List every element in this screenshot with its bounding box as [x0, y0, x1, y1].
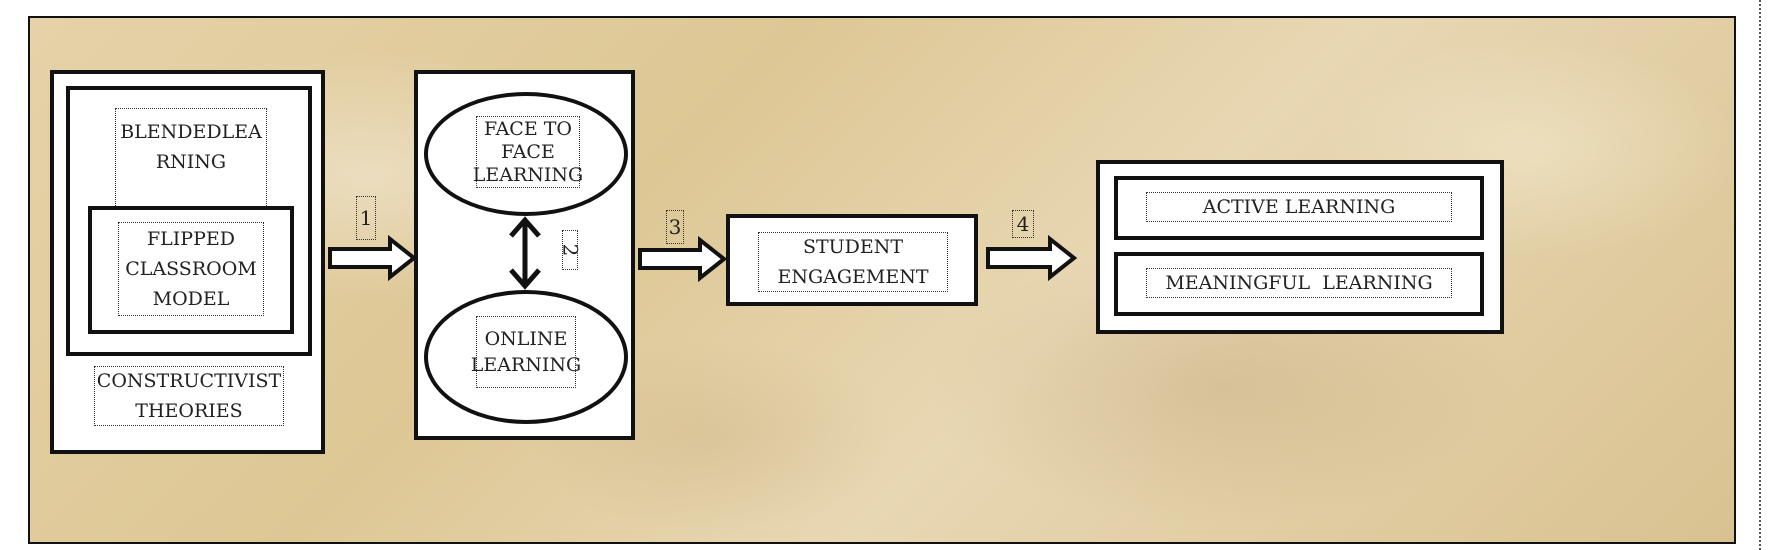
double-arrow-2: [509, 216, 541, 290]
constructivist-theories-label: CONSTRUCTIVIST THEORIES: [94, 366, 284, 426]
arrow-label-2-text: 2: [557, 243, 582, 257]
blended-learning-label: BLENDEDLEA RNING: [115, 108, 267, 210]
arrow-label-2: 2: [558, 230, 582, 270]
arrow-label-4: 4: [1012, 210, 1034, 238]
flipped-classroom-label: FLIPPED CLASSROOM MODEL: [118, 222, 264, 316]
face-to-face-ellipse: [424, 92, 628, 216]
student-engagement-box: [726, 214, 978, 306]
arrow-label-1: 1: [356, 196, 376, 240]
online-learning-ellipse: [424, 290, 628, 424]
online-learning-label: ONLINE LEARNING: [471, 316, 581, 388]
meaningful-learning-label: MEANINGFUL LEARNING: [1146, 268, 1452, 298]
active-learning-box: [1114, 176, 1484, 240]
arrow-4: [986, 234, 1078, 282]
active-learning-label: ACTIVE LEARNING: [1146, 192, 1452, 222]
arrow-1: [328, 234, 418, 282]
arrow-label-3: 3: [666, 210, 684, 244]
flipped-classroom-box: [88, 206, 294, 334]
face-to-face-label: FACE TO FACE LEARNING: [473, 116, 583, 188]
arrow-3: [638, 235, 728, 283]
page-edge-dotted-line: [1759, 0, 1761, 550]
student-engagement-label: STUDENT ENGAGEMENT: [758, 232, 948, 292]
meaningful-learning-box: [1114, 252, 1484, 316]
